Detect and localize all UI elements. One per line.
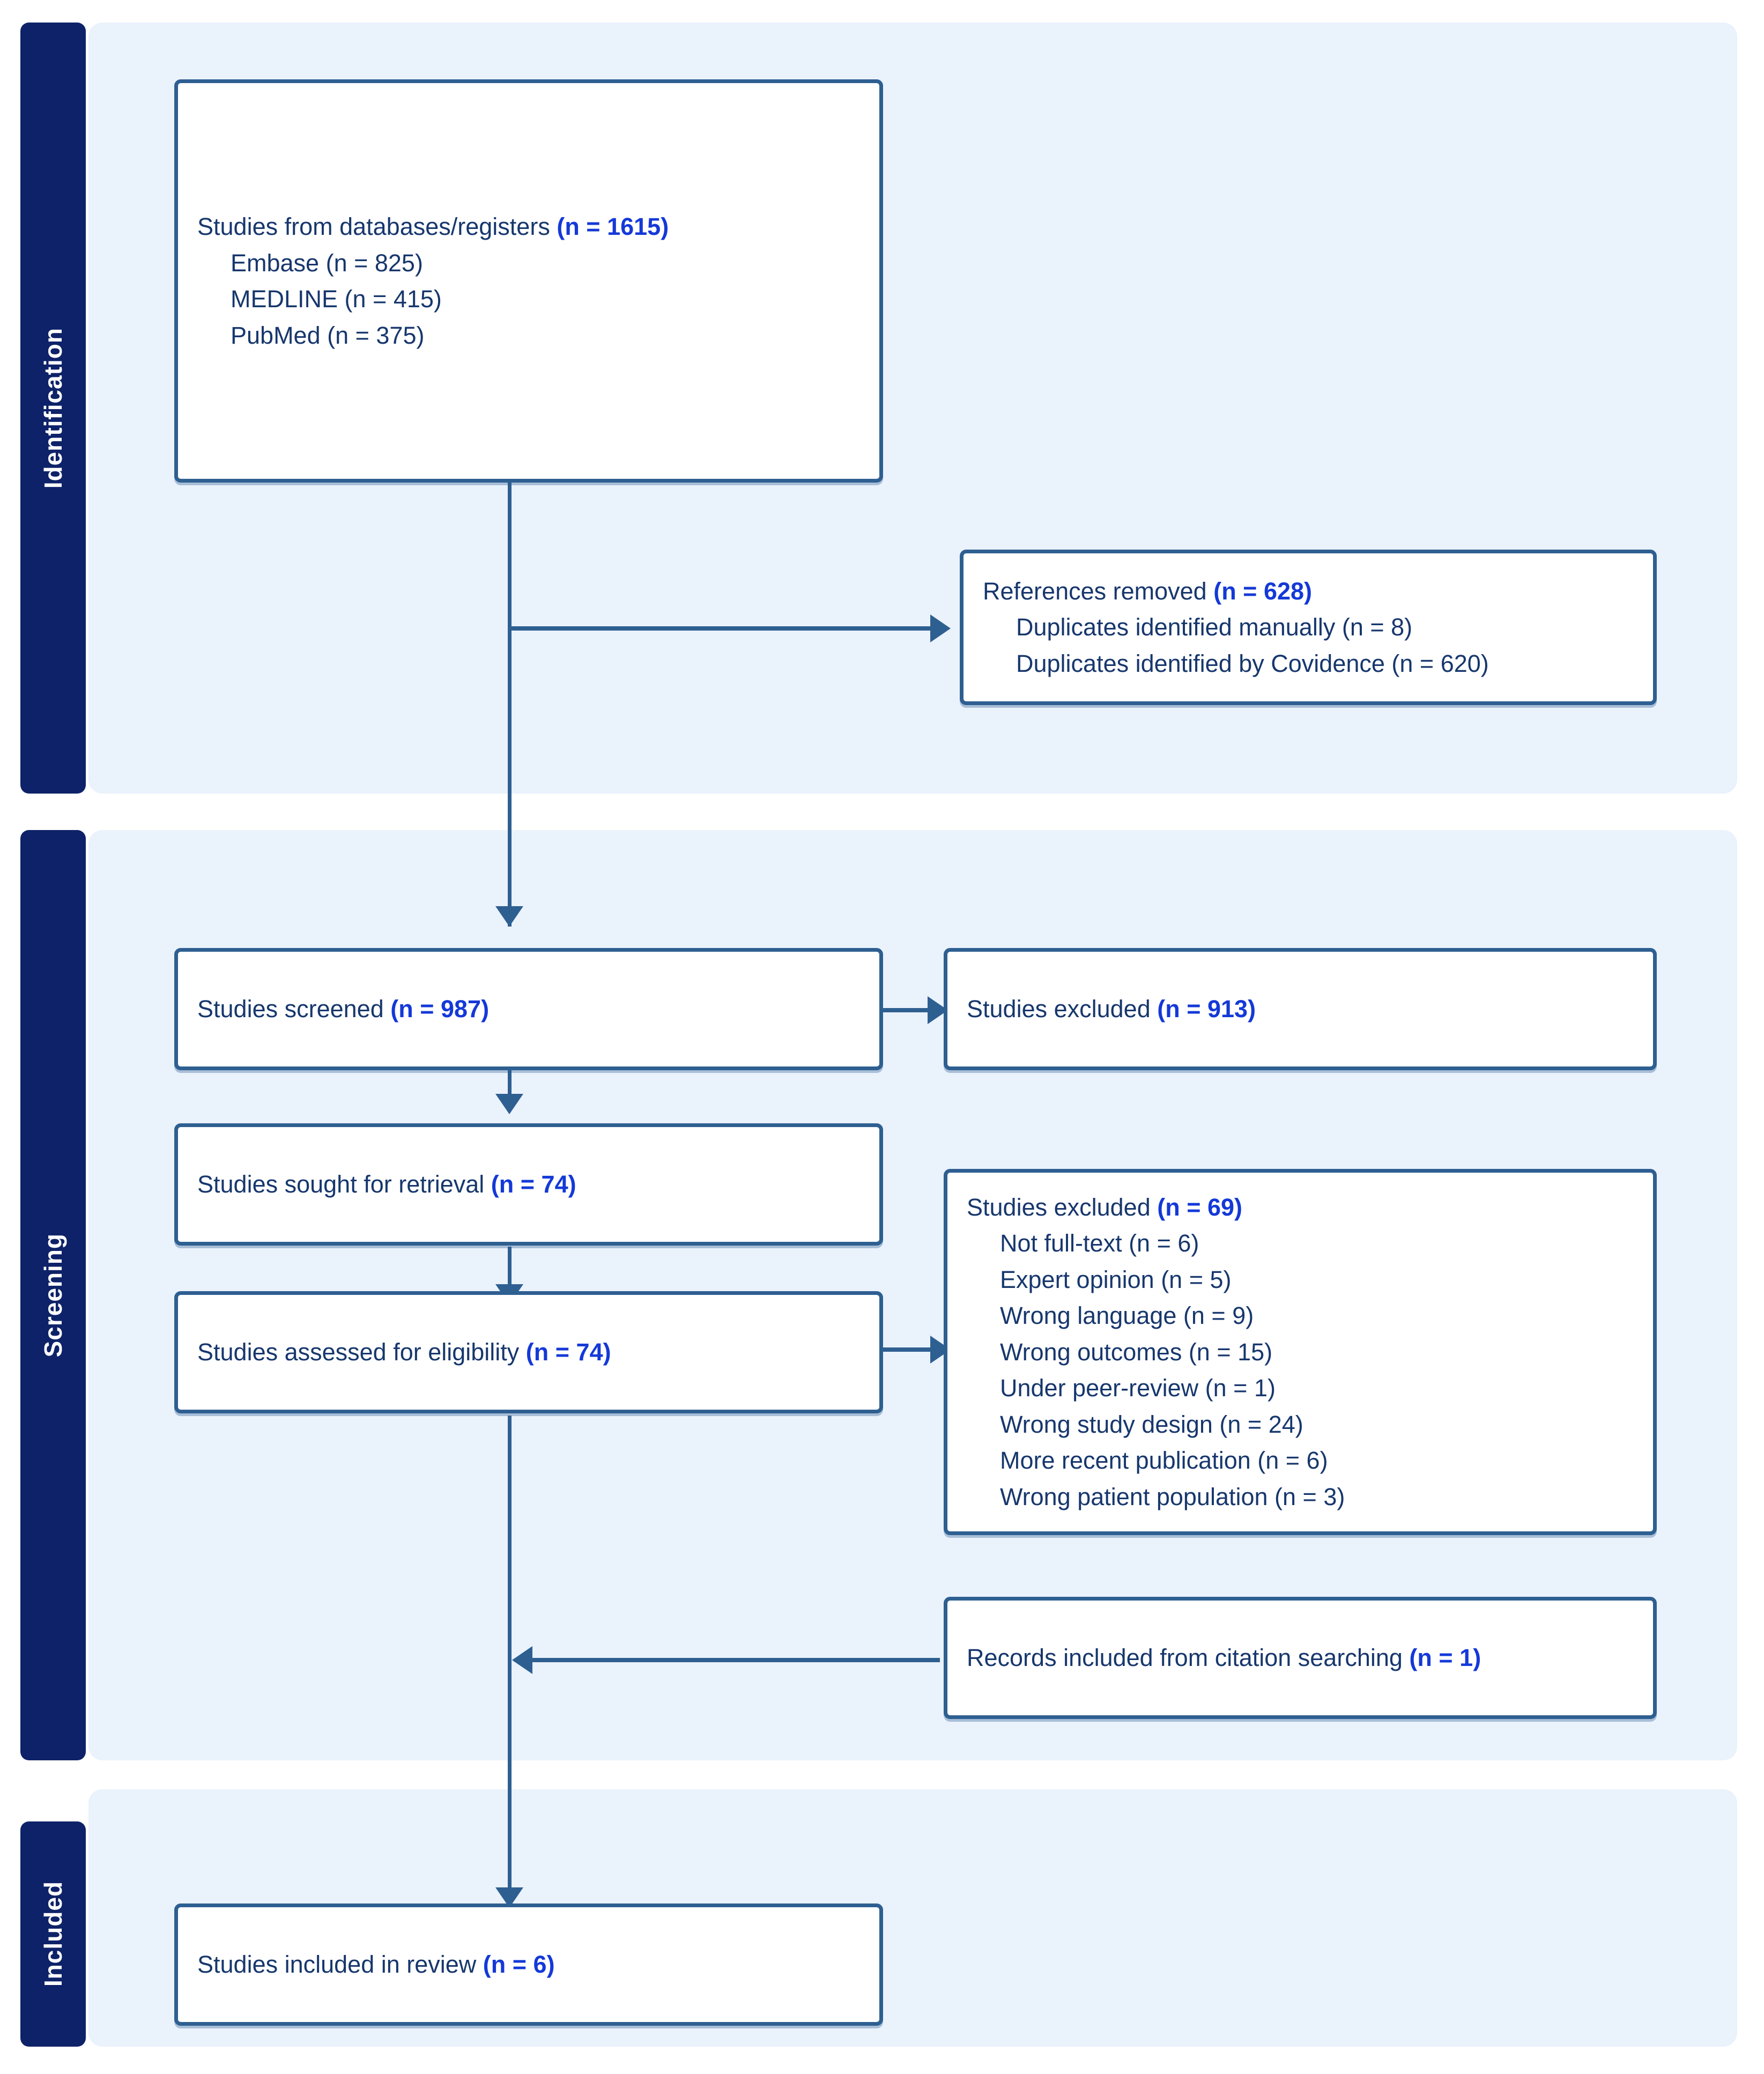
connector-assessed-to-included (508, 1416, 512, 1909)
box-studies-excluded-eligibility-heading-label: Studies excluded (967, 1193, 1158, 1221)
stage-label-identification: Identification (39, 327, 67, 489)
arrow-into-references-removed (930, 614, 951, 642)
connector-sought-to-assessed (508, 1247, 512, 1300)
connector-databases-to-screened (508, 482, 512, 927)
box-sought-for-retrieval[interactable]: Studies sought for retrieval (n = 74) (174, 1123, 883, 1246)
stage-label-included: Included (39, 1881, 67, 1987)
box-assessed-for-eligibility[interactable]: Studies assessed for eligibility (n = 74… (174, 1291, 883, 1413)
connector-databases-to-references-removed (508, 626, 942, 631)
box-references-removed-reason-2: Duplicates identified by Covidence (n = … (1016, 649, 1489, 677)
box-studies-screened-heading-label: Studies screened (197, 995, 391, 1023)
box-studies-excluded-screening[interactable]: Studies excluded (n = 913) (944, 948, 1657, 1070)
box-studies-excluded-screening-heading-label: Studies excluded (967, 995, 1158, 1023)
box-studies-screened[interactable]: Studies screened (n = 987) (174, 948, 883, 1070)
box-databases-source-2: MEDLINE (n = 415) (231, 285, 442, 313)
box-assessed-for-eligibility-heading-value: (n = 74) (525, 1338, 611, 1366)
box-excluded-reason-2: Expert opinion (n = 5) (1000, 1265, 1232, 1293)
stage-bar-identification: Identification (20, 23, 86, 794)
box-studies-excluded-eligibility-heading: Studies excluded (n = 69) (967, 1189, 1634, 1226)
arrow-into-trunk-from-citation (512, 1646, 532, 1674)
connector-screened-to-sought (508, 1070, 512, 1108)
connector-assessed-to-excluded-eligibility (882, 1347, 941, 1352)
box-assessed-for-eligibility-heading: Studies assessed for eligibility (n = 74… (197, 1334, 860, 1371)
stage-bar-screening: Screening (20, 830, 86, 1760)
box-references-removed-heading-value: (n = 628) (1213, 577, 1313, 605)
stage-bar-included: Included (20, 1821, 86, 2047)
box-studies-excluded-screening-heading: Studies excluded (n = 913) (967, 991, 1634, 1027)
box-excluded-reason-7: More recent publication (n = 6) (1000, 1447, 1328, 1475)
box-citation-searching-heading-value: (n = 1) (1409, 1644, 1481, 1672)
box-assessed-for-eligibility-heading-label: Studies assessed for eligibility (197, 1338, 526, 1366)
box-studies-excluded-eligibility-heading-value: (n = 69) (1157, 1193, 1243, 1221)
box-studies-excluded-screening-heading-value: (n = 913) (1157, 995, 1256, 1023)
box-databases-heading: Studies from databases/registers (n = 16… (197, 209, 860, 245)
box-included-in-review-heading-label: Studies included in review (197, 1951, 483, 1979)
connector-citation-to-trunk (532, 1658, 940, 1662)
box-sought-for-retrieval-heading: Studies sought for retrieval (n = 74) (197, 1166, 860, 1203)
box-excluded-reason-6: Wrong study design (n = 24) (1000, 1410, 1303, 1438)
box-databases-heading-label: Studies from databases/registers (197, 213, 557, 240)
stage-label-screening: Screening (39, 1233, 67, 1358)
arrow-into-sought (495, 1094, 523, 1114)
box-excluded-reason-5: Under peer-review (n = 1) (1000, 1374, 1276, 1402)
box-included-in-review-heading: Studies included in review (n = 6) (197, 1946, 860, 1983)
box-excluded-reason-4: Wrong outcomes (n = 15) (1000, 1338, 1273, 1366)
arrow-into-screened (495, 906, 523, 927)
box-included-in-review-heading-value: (n = 6) (483, 1951, 555, 1979)
box-studies-excluded-eligibility[interactable]: Studies excluded (n = 69) Not full-text … (944, 1169, 1657, 1535)
box-databases[interactable]: Studies from databases/registers (n = 16… (174, 79, 883, 483)
box-databases-source-3: PubMed (n = 375) (231, 321, 425, 349)
box-excluded-reason-3: Wrong language (n = 9) (1000, 1302, 1254, 1330)
connector-screened-to-excluded (882, 1008, 938, 1012)
box-references-removed-heading: References removed (n = 628) (983, 573, 1634, 610)
box-references-removed-heading-label: References removed (983, 577, 1214, 605)
box-citation-searching-heading: Records included from citation searching… (967, 1640, 1634, 1676)
box-excluded-reason-8: Wrong patient population (n = 3) (1000, 1483, 1345, 1510)
box-sought-for-retrieval-heading-label: Studies sought for retrieval (197, 1171, 491, 1198)
box-citation-searching[interactable]: Records included from citation searching… (944, 1597, 1657, 1719)
box-databases-heading-value: (n = 1615) (557, 213, 669, 240)
box-citation-searching-heading-label: Records included from citation searching (967, 1644, 1410, 1672)
box-studies-screened-heading: Studies screened (n = 987) (197, 991, 860, 1027)
box-excluded-reason-1: Not full-text (n = 6) (1000, 1229, 1199, 1257)
box-included-in-review[interactable]: Studies included in review (n = 6) (174, 1903, 883, 2026)
box-references-removed[interactable]: References removed (n = 628) Duplicates … (960, 550, 1657, 705)
box-references-removed-reason-1: Duplicates identified manually (n = 8) (1016, 613, 1413, 641)
box-databases-source-1: Embase (n = 825) (231, 249, 423, 277)
box-studies-screened-heading-value: (n = 987) (390, 995, 490, 1023)
box-sought-for-retrieval-heading-value: (n = 74) (491, 1171, 576, 1198)
